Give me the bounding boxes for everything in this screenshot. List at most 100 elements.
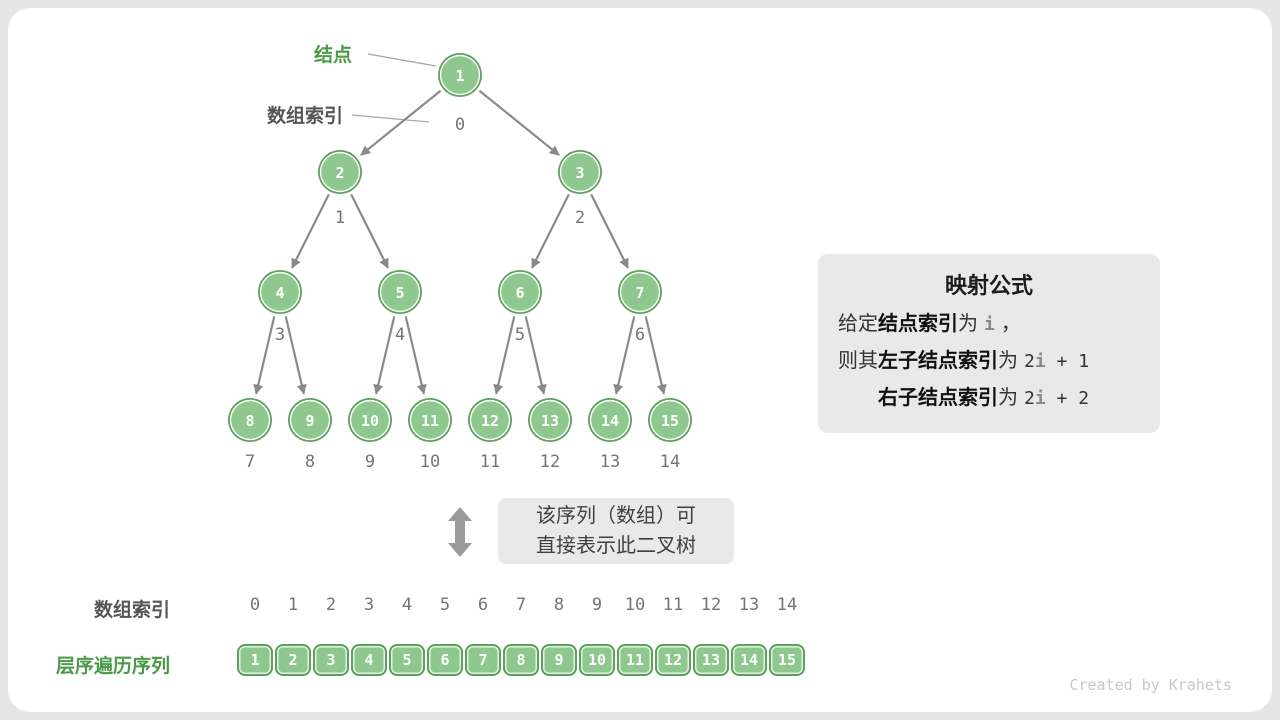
- tree-edge: [284, 316, 307, 395]
- tree-edge: [493, 316, 516, 395]
- tree-node-value: 11: [421, 412, 439, 430]
- array-index-cell: 7: [515, 595, 527, 615]
- array-index-cell: 9: [591, 595, 603, 615]
- tree-edge: [531, 193, 570, 269]
- tree-edge: [590, 193, 629, 269]
- array-cell: 9: [541, 644, 577, 676]
- tree-node: 4: [258, 270, 302, 314]
- tree-node-value: 12: [481, 412, 499, 430]
- array-index-cell: 10: [624, 595, 646, 615]
- tree-node-value: 5: [395, 284, 404, 302]
- tree-edge: [524, 316, 547, 395]
- array-index-cell: 11: [662, 595, 684, 615]
- tree-node-value: 14: [601, 412, 619, 430]
- formula-text: 为: [998, 350, 1018, 372]
- tree-edge: [404, 316, 427, 395]
- tree-node-value: 13: [541, 412, 559, 430]
- tree-node: 3: [558, 150, 602, 194]
- tree-node: 11: [408, 398, 452, 442]
- tree-edge: [373, 316, 396, 395]
- formula-title: 映射公式: [944, 273, 1033, 298]
- tree-node: 9: [288, 398, 332, 442]
- array-cell: 13: [693, 644, 729, 676]
- array-index-cell: 14: [776, 595, 798, 615]
- array-cell: 5: [389, 644, 425, 676]
- tree-node: 2: [318, 150, 362, 194]
- code-i: i: [984, 314, 995, 335]
- code-rest: + 1: [1045, 351, 1090, 372]
- array-index-cell: 0: [249, 595, 261, 615]
- array-index-cell: 4: [401, 595, 413, 615]
- formula-text: ，: [1000, 313, 1021, 335]
- tree-node-value: 10: [361, 412, 379, 430]
- tree-node-index: 5: [515, 325, 525, 345]
- array-cell: 11: [617, 644, 653, 676]
- code-left-child-formula: 2i + 1: [1024, 351, 1089, 372]
- watermark: Created by Krahets: [1069, 676, 1232, 694]
- sequence-note-box: 该序列（数组）可 直接表示此二叉树: [498, 498, 734, 564]
- node-pointer-line: [367, 53, 437, 67]
- tree-node: 5: [378, 270, 422, 314]
- array-cell: 1: [237, 644, 273, 676]
- array-cell: 15: [769, 644, 805, 676]
- tree-node: 15: [648, 398, 692, 442]
- tree-node: 12: [468, 398, 512, 442]
- array-index-cell: 6: [477, 595, 489, 615]
- array-cell: 3: [313, 644, 349, 676]
- node-label: 结点: [314, 45, 353, 66]
- array-cell: 10: [579, 644, 615, 676]
- tree-node-value: 3: [575, 164, 584, 182]
- array-index-cell: 5: [439, 595, 451, 615]
- array-index-cell: 12: [700, 595, 722, 615]
- formula-text-bold: 左子结点索引: [878, 350, 998, 372]
- tree-node: 1: [438, 53, 482, 97]
- array-index-cell: 1: [287, 595, 299, 615]
- tree-edge: [478, 89, 560, 156]
- array-index-row-label: 数组索引: [93, 600, 170, 621]
- tree-node-index: 13: [600, 452, 620, 472]
- code-num: 2: [1024, 388, 1035, 409]
- tree-node-value: 7: [635, 284, 644, 302]
- tree-edge: [613, 316, 636, 395]
- tree-node-index: 3: [275, 325, 285, 345]
- array-cell: 8: [503, 644, 539, 676]
- code-node-index: i: [984, 314, 995, 335]
- tree-node-index: 11: [480, 452, 500, 472]
- note-line-2: 直接表示此二叉树: [536, 535, 696, 557]
- array-cell: 2: [275, 644, 311, 676]
- array-index-cell: 2: [325, 595, 337, 615]
- array-index-pointer-label: 数组索引: [267, 106, 344, 127]
- array-index-pointer-line: [351, 114, 430, 123]
- tree-node-value: 6: [515, 284, 524, 302]
- tree-node: 14: [588, 398, 632, 442]
- tree-node: 6: [498, 270, 542, 314]
- tree-node: 7: [618, 270, 662, 314]
- tree-node-value: 2: [335, 164, 344, 182]
- array-cell: 6: [427, 644, 463, 676]
- tree-node-value: 9: [305, 412, 314, 430]
- array-cell: 4: [351, 644, 387, 676]
- tree-node: 10: [348, 398, 392, 442]
- tree-node-index: 7: [245, 452, 255, 472]
- array-cell: 14: [731, 644, 767, 676]
- tree-node-index: 12: [540, 452, 560, 472]
- tree-node-index: 9: [365, 452, 375, 472]
- code-num: 2: [1024, 351, 1035, 372]
- note-line-1: 该序列（数组）可: [536, 505, 696, 527]
- tree-edge: [350, 193, 389, 269]
- up-down-arrow-icon: [448, 507, 472, 557]
- tree-node-index: 14: [660, 452, 680, 472]
- array-cell: 12: [655, 644, 691, 676]
- tree-edge: [291, 193, 330, 269]
- formula-text-bold: 右子结点索引: [878, 387, 998, 409]
- tree-node-index: 8: [305, 452, 315, 472]
- formula-text: 给定: [838, 313, 878, 335]
- code-rest: + 2: [1045, 388, 1090, 409]
- code-i: i: [1034, 351, 1046, 372]
